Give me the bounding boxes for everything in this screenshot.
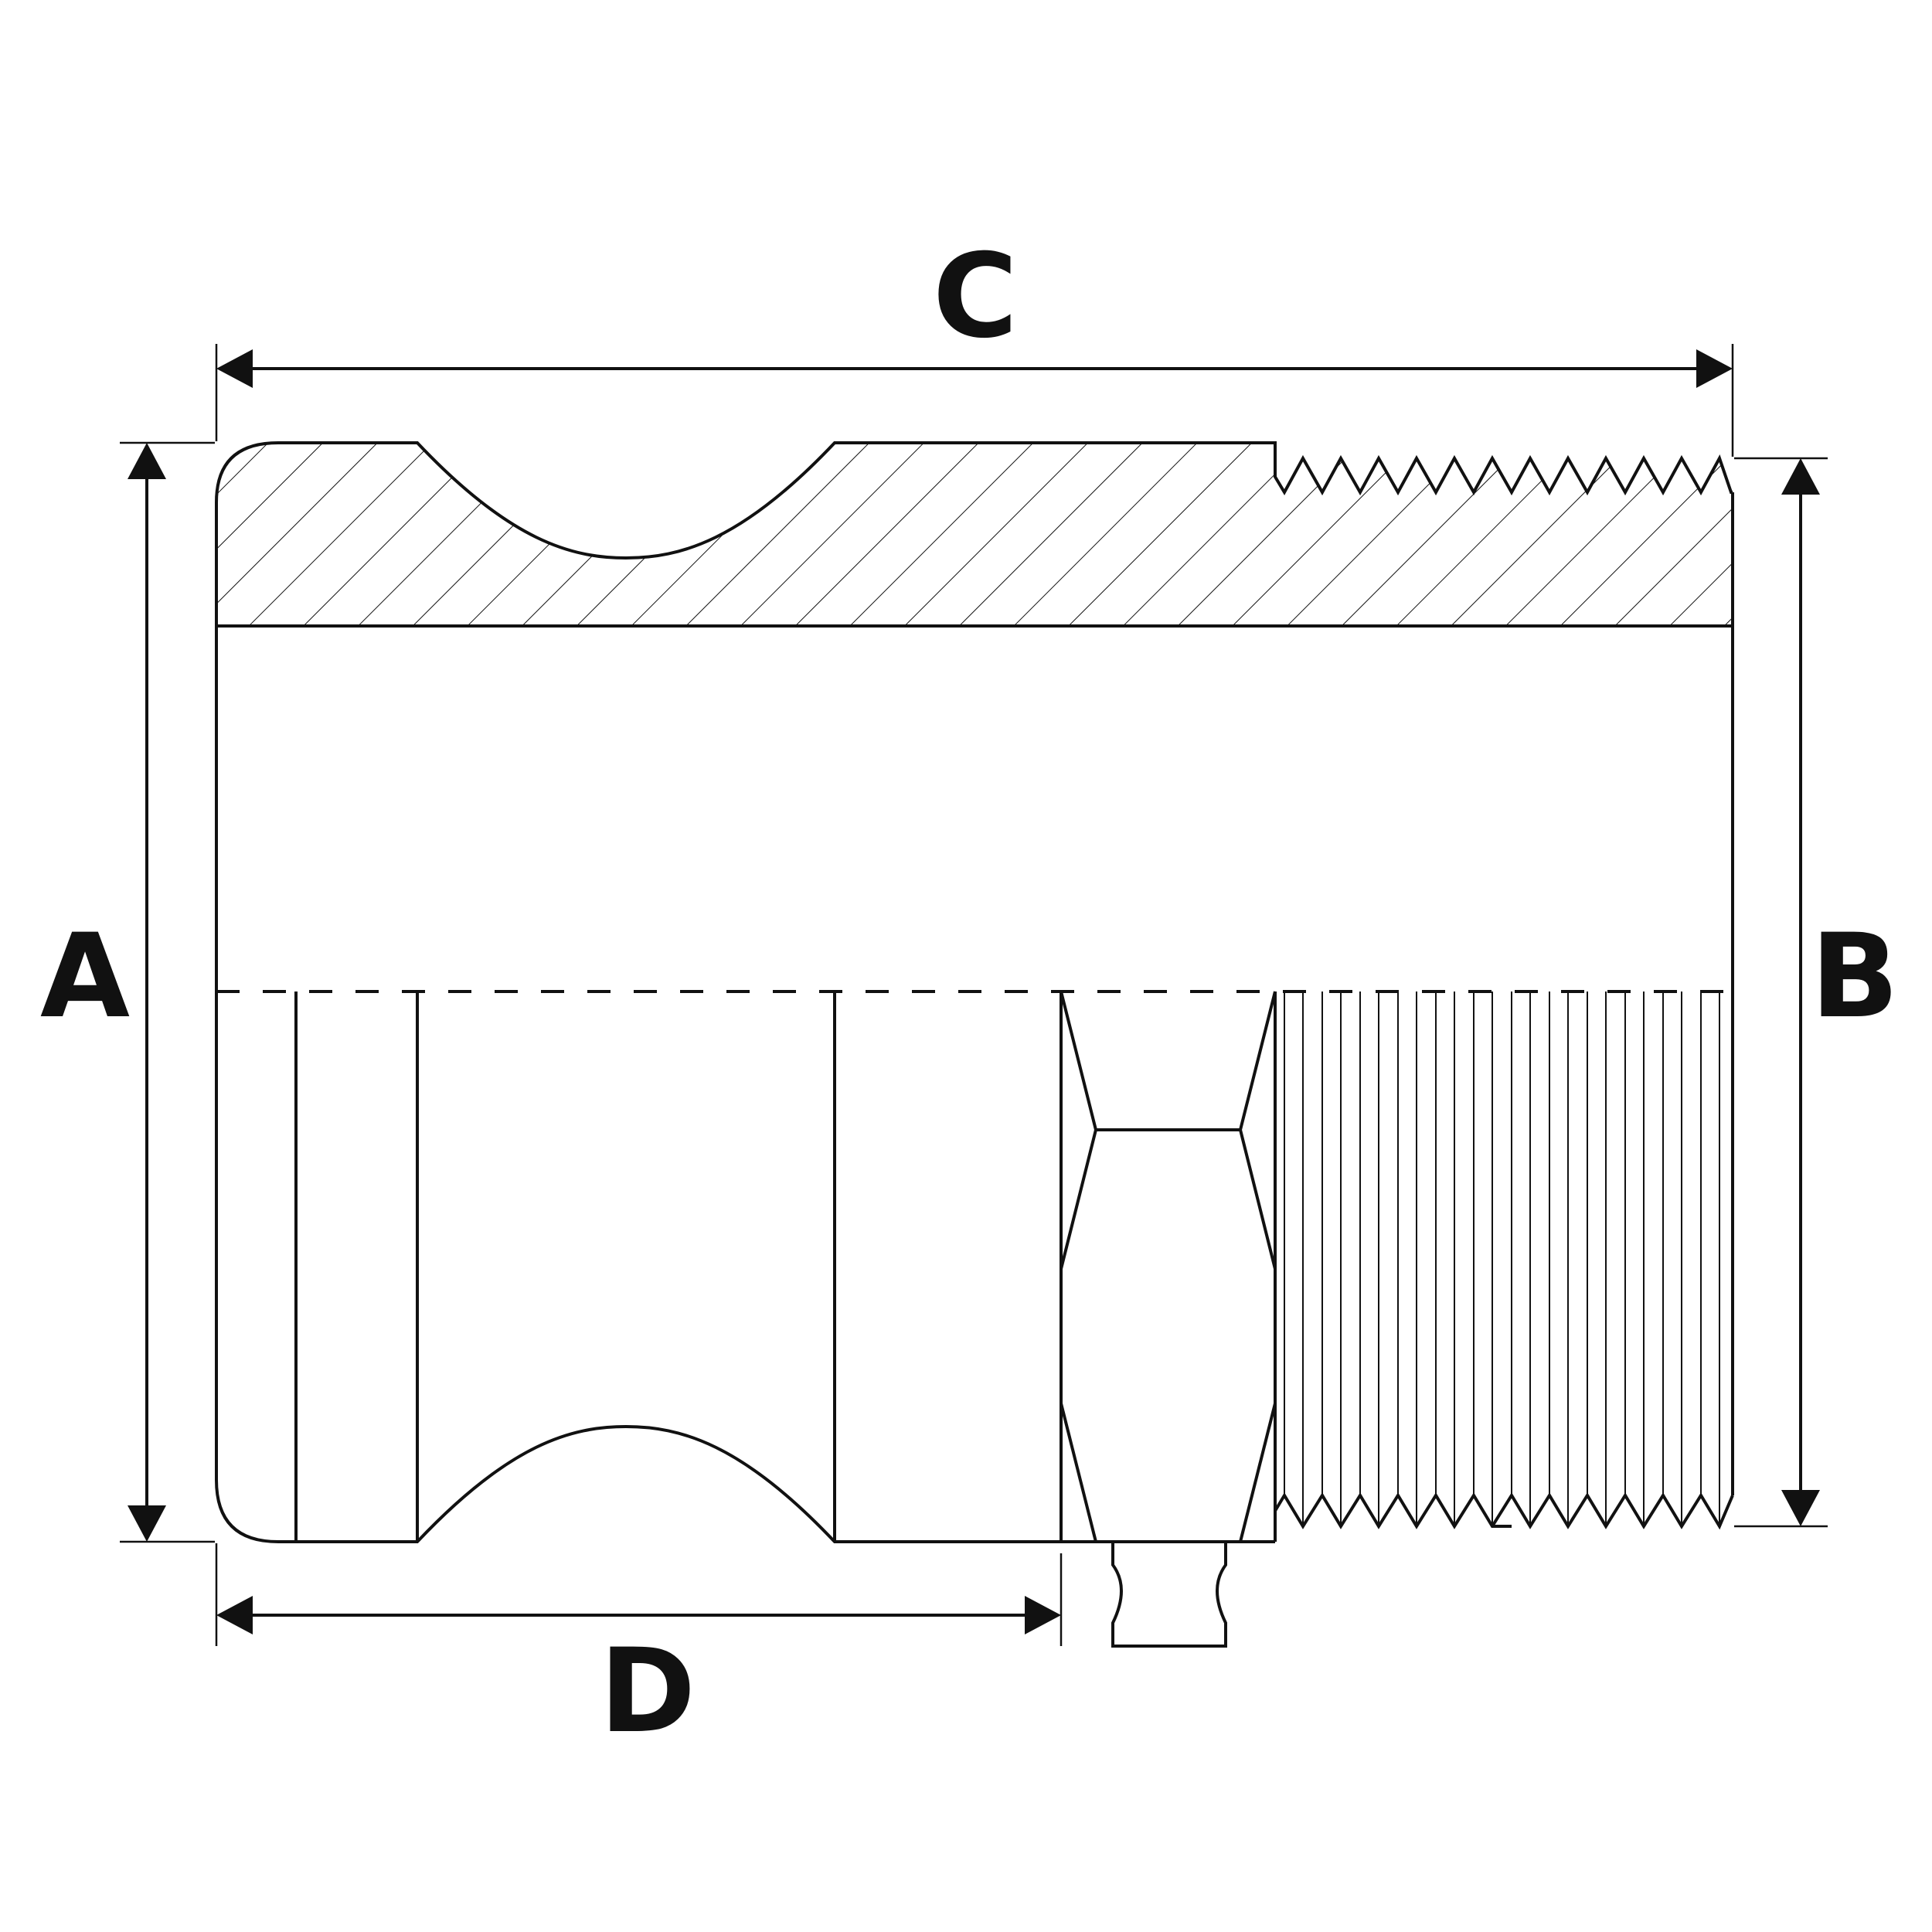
dimension-b-arrow-top: [1781, 458, 1820, 495]
locking-pin: [1111, 1542, 1227, 1648]
dimension-b-label: B: [1811, 910, 1899, 1044]
dimension-b-arrow-bottom: [1781, 1490, 1820, 1526]
dimension-a-arrow-top: [128, 443, 166, 479]
dimension-a-arrow-bottom: [128, 1505, 166, 1542]
dimension-d-label: D: [600, 1624, 696, 1759]
dimension-c-label: C: [933, 230, 1018, 364]
external-thread: [1274, 992, 1734, 1530]
top-wall-outline: [215, 441, 1733, 628]
dimension-d-arrow-right: [1025, 1596, 1061, 1634]
hex-nut: [1060, 991, 1277, 1543]
dimension-a: A: [40, 441, 215, 1543]
dimension-b: B: [1734, 457, 1899, 1528]
dimension-c-arrow-left: [216, 349, 253, 388]
dimension-c-arrow-right: [1696, 349, 1733, 388]
hatched-section-wall: [216, 443, 1733, 626]
bottom-external-view: [294, 992, 1277, 1543]
dimension-a-label: A: [40, 910, 130, 1044]
body-outline: [215, 492, 1734, 1543]
dimension-d-arrow-left: [216, 1596, 253, 1634]
dimension-d: D: [215, 1543, 1063, 1759]
dimension-c: C: [215, 230, 1734, 457]
